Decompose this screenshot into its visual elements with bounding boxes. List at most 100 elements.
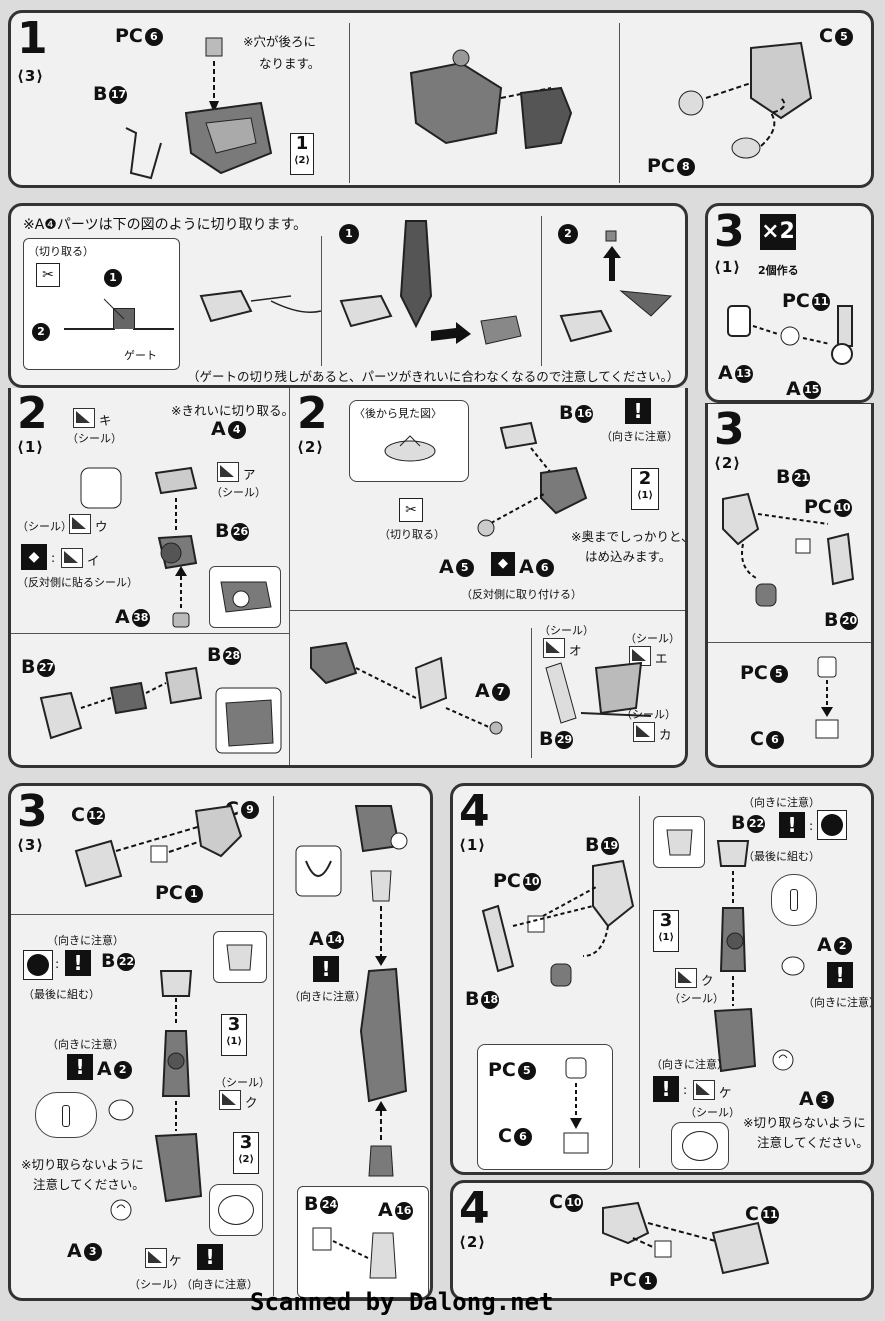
divider — [619, 23, 620, 183]
seal-label: （シール） — [621, 708, 676, 721]
warning-icon: ! — [65, 950, 91, 976]
sticker-u: ウ — [95, 519, 108, 534]
sticker-ku: ク — [701, 973, 714, 988]
orientation-note: （向きに注意） — [651, 1058, 728, 1071]
note-no-cut: ※切り取らないように — [21, 1157, 144, 1172]
step4-2-illustration — [602, 1201, 770, 1275]
detail-part — [226, 944, 253, 971]
step-sub: ⟨1⟩ — [17, 438, 45, 456]
cut-diagram-box: （切り取る） ✂ 1 2 ゲート — [23, 238, 180, 370]
step-sub: ⟨3⟩ — [17, 67, 45, 85]
step2-2-bottom-illustration — [310, 641, 503, 735]
sticker-a: ア — [243, 467, 256, 482]
marker-1: 1 — [339, 224, 359, 244]
cut-instruction-panel: ※A❹パーツは下の図のように切り取ります。 （切り取る） ✂ 1 2 ゲート 1… — [8, 203, 688, 388]
orientation-note: （向きに注意） — [803, 996, 874, 1009]
step2-2-illustration — [477, 421, 588, 537]
sticker-o: オ — [569, 643, 582, 658]
ref-step-box: 3 ⟨2⟩ — [233, 1132, 259, 1174]
divider — [11, 633, 289, 634]
step-sub: ⟨1⟩ — [459, 836, 487, 854]
step-sub: ⟨2⟩ — [459, 1233, 487, 1251]
nipper-icon: ✂ — [36, 263, 60, 287]
nipper-icon: ✂ — [399, 498, 423, 522]
gate-diagram — [64, 298, 174, 330]
marker-2: 2 — [32, 323, 50, 341]
step3-2-pc-illustration — [815, 656, 839, 739]
step-number: 2 — [297, 388, 328, 439]
warning-icon: ! — [197, 1244, 223, 1270]
seal-label: （シール） — [539, 624, 594, 637]
step-number: 2 — [17, 388, 48, 439]
step2-1-illustration — [80, 466, 198, 628]
step-number: 3 — [17, 786, 48, 837]
step3-2-illustration — [722, 492, 855, 607]
divider — [541, 216, 542, 366]
step-sub: ⟨2⟩ — [297, 438, 325, 456]
step-sub: ⟨3⟩ — [17, 836, 45, 854]
opposite-seal-label: （反対側に貼るシール） — [17, 576, 138, 589]
sticker-icon — [675, 968, 697, 988]
detail-box — [209, 1184, 263, 1236]
last-assemble-icon — [23, 950, 53, 980]
marker-1: 1 — [104, 269, 122, 287]
seal-label: （シール） — [211, 486, 266, 499]
cut-final-illustration — [559, 230, 673, 343]
orientation-note: （向きに注意） — [289, 990, 366, 1003]
ref-step-box: 1 ⟨2⟩ — [290, 133, 314, 175]
marker-2: 2 — [558, 224, 578, 244]
detail-box — [213, 931, 267, 983]
cut-caution: （ゲートの切り残しがあると、パーツがきれいに合わなくなるので注意してください。） — [187, 369, 680, 384]
back-view-part — [384, 435, 436, 462]
divider — [273, 796, 274, 1296]
sticker-e: エ — [655, 651, 668, 666]
last-assemble-note: （最後に組む） — [23, 988, 100, 1001]
a2-part — [108, 1099, 134, 1121]
warning-icon: ! — [653, 1076, 679, 1102]
a2-part — [781, 956, 805, 976]
flip-side-icon: ◆ — [491, 552, 515, 576]
orientation-note: （向きに注意） — [743, 796, 820, 809]
step-number: 1 — [17, 13, 48, 64]
note-no-cut-2: 注意してください。 — [33, 1177, 145, 1192]
back-view-box: 〈後から見た図〉 — [349, 400, 469, 482]
step1-mid-illustration — [409, 49, 573, 150]
sticker-icon — [219, 1090, 241, 1110]
watermark: Scanned by Dalong.net — [250, 1288, 554, 1316]
step-number: 3 — [714, 404, 745, 455]
step3-3-top-illustration — [74, 804, 243, 888]
step-3-3-panel: 3 ⟨3⟩ C12 C9 PC1 （向きに注意） : ! B22 （最後に組む） — [8, 783, 433, 1301]
divider — [321, 236, 322, 366]
step4-1-illustration — [481, 859, 635, 987]
colon: : — [51, 550, 56, 565]
